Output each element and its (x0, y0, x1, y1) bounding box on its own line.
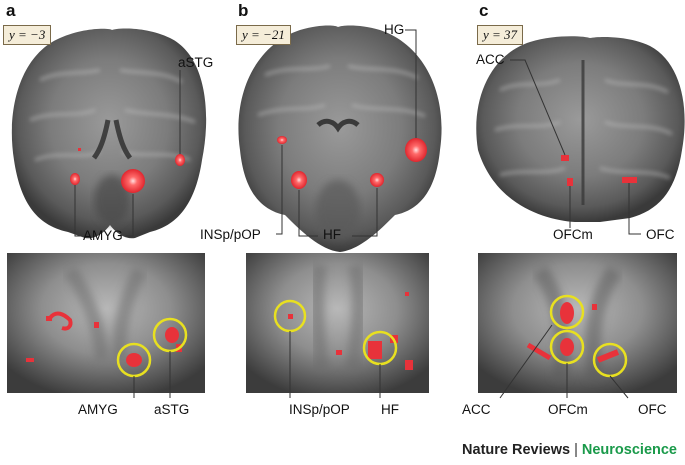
panel-letter-b: b (238, 1, 249, 20)
coordinate-label-b: y = −21 (236, 25, 291, 45)
activation-blobs-top (70, 136, 637, 193)
panel-letter-a: a (6, 1, 16, 20)
panel-letter-c: c (479, 1, 489, 20)
label-ofcm-top: OFCm (553, 227, 593, 242)
label-amyg-top: AMYG (83, 228, 123, 243)
label-ofcm-bottom: OFCm (548, 402, 588, 417)
journal-credit: Nature Reviews | Neuroscience (462, 442, 677, 458)
label-astg-bottom: aSTG (154, 402, 190, 417)
journal-section: Neuroscience (581, 442, 677, 458)
zoom-a (7, 253, 205, 393)
brain-c-coronal (476, 36, 685, 222)
coordinate-label-a: y = −3 (3, 25, 52, 45)
label-insp-bottom: INSp/pOP (289, 402, 350, 417)
zoom-b (246, 253, 429, 393)
leader-lines (74, 29, 641, 399)
label-ofc-top: OFC (646, 227, 675, 242)
journal-name: Nature Reviews (462, 442, 571, 458)
label-insp-top: INSp/pOP (200, 227, 261, 242)
zoom-c (478, 253, 677, 393)
label-hf-top: HF (323, 227, 341, 242)
label-astg-top: aSTG (178, 55, 214, 70)
journal-separator: | (574, 442, 578, 458)
label-acc-top: ACC (476, 52, 505, 67)
brain-b-coronal (238, 25, 442, 253)
label-hf-bottom: HF (381, 402, 399, 417)
brain-a-coronal (11, 28, 207, 239)
label-ofc-bottom: OFC (638, 402, 667, 417)
label-hg: HG (384, 22, 405, 37)
label-acc-bottom: ACC (462, 402, 491, 417)
label-amyg-bottom: AMYG (78, 402, 118, 417)
coordinate-label-c: y = 37 (477, 25, 524, 45)
